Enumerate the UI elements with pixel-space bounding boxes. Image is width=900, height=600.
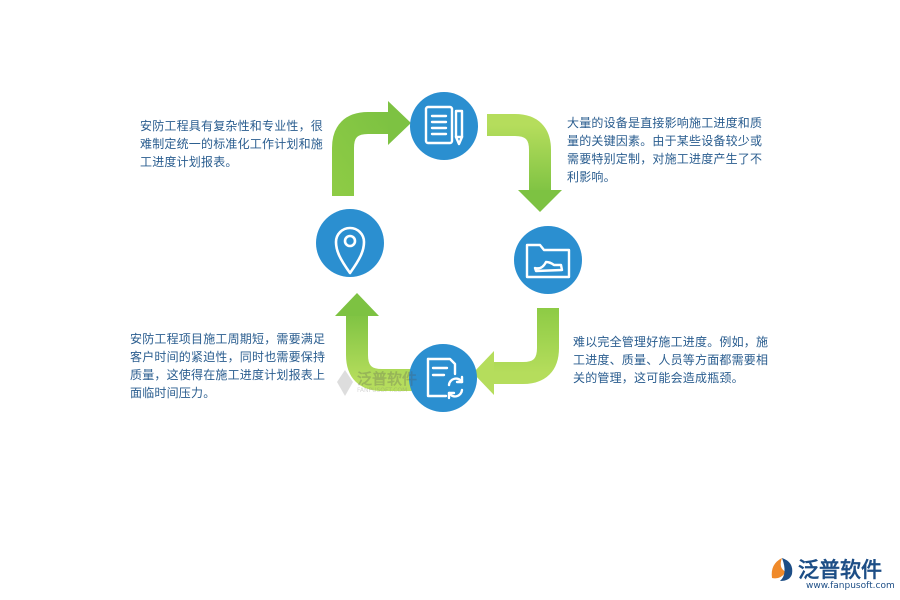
- node-left: [316, 209, 384, 277]
- brand-url: www.fanpusoft.com: [806, 581, 895, 591]
- arrow-top-to-right: [487, 114, 562, 212]
- note-bottom-left: 安防工程项目施工周期短，需要满足客户时间的紧迫性，同时也需要保持质量，这使得在施…: [130, 332, 326, 400]
- document-refresh-icon: [426, 357, 464, 400]
- arrow-bottom-to-left: [335, 293, 415, 391]
- brand-name: 泛普软件: [798, 558, 882, 582]
- note-bottom-right: 难以完全管理好施工进度。例如，施工进度、质量、人员等方面都需要相关的管理，这可能…: [573, 335, 769, 385]
- watermark: 泛普软件 FANPUSOFT.COM: [335, 366, 425, 400]
- brand-logo-icon: [771, 558, 793, 581]
- watermark-logo-icon: [337, 370, 353, 396]
- folder-shoe-icon: [525, 243, 571, 279]
- node-right: [514, 226, 582, 294]
- node-top: [410, 92, 478, 160]
- document-pencil-icon: [424, 105, 464, 146]
- note-top-right: 大量的设备是直接影响施工进度和质量的关键因素。由于某些设备较少或需要特别定制，对…: [567, 116, 763, 184]
- watermark-name: 泛普软件: [357, 370, 418, 388]
- arrow-right-to-bottom: [473, 308, 559, 395]
- location-pin-icon: [334, 226, 366, 275]
- note-top-left: 安防工程具有复杂性和专业性，很难制定统一的标准化工作计划和施工进度计划报表。: [140, 119, 324, 169]
- node-bottom: [409, 344, 477, 412]
- arrow-left-to-top: [332, 101, 411, 196]
- watermark-url: FANPUSOFT.COM: [357, 387, 408, 394]
- brand-logo: 泛普软件 www.fanpusoft.com: [768, 552, 895, 597]
